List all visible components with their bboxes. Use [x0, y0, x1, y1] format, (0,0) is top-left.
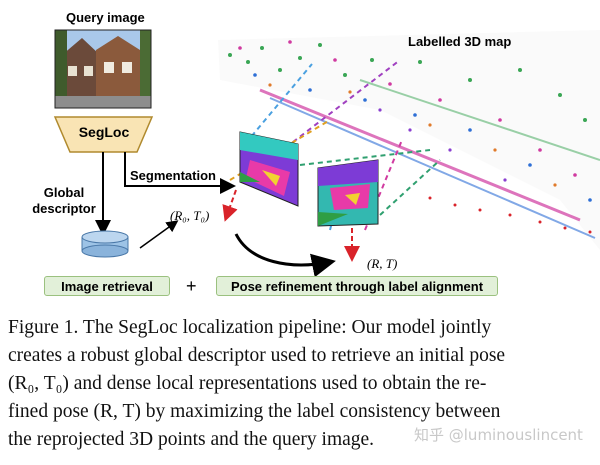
watermark: 知乎 @luminouslincent [414, 426, 583, 444]
figure-graphics [53, 29, 600, 278]
labelled-3d-map [218, 30, 600, 250]
query-image-label: Query image [66, 10, 145, 25]
caption-line-5: the reprojected 3D points and the query … [8, 429, 375, 450]
caption-line-2: creates a robust global descriptor used … [8, 345, 506, 366]
segmentation-label: Segmentation [130, 168, 216, 183]
refined-pose-label: (R, T) [367, 256, 398, 271]
figure-caption: Figure 1. The SegLoc localization pipeli… [8, 314, 594, 454]
pose-refinement-box: Pose refinement through label alignment [216, 276, 498, 296]
pipeline-figure: Query image SegLoc Global descriptor Seg… [32, 10, 600, 296]
caption-line-1: Figure 1. The SegLoc localization pipeli… [8, 317, 492, 338]
segmentation-panel-1 [239, 131, 299, 207]
caption-line-3: (R₀, T₀) and dense local representations… [8, 373, 487, 394]
caption-line-4: fined pose (R, T) by maximizing the labe… [8, 401, 501, 422]
segloc-block [53, 116, 154, 153]
database-icon [81, 230, 129, 258]
segmentation-panel-2 [317, 159, 379, 227]
plus-sign: + [186, 276, 197, 296]
segloc-label: SegLoc [78, 124, 130, 140]
image-retrieval-box: Image retrieval [44, 276, 170, 296]
query-image-photo [54, 29, 152, 109]
map-label: Labelled 3D map [408, 34, 512, 49]
initial-pose-label: (R₀, T₀) [170, 208, 210, 223]
global-descriptor-label: Global descriptor [32, 185, 96, 216]
